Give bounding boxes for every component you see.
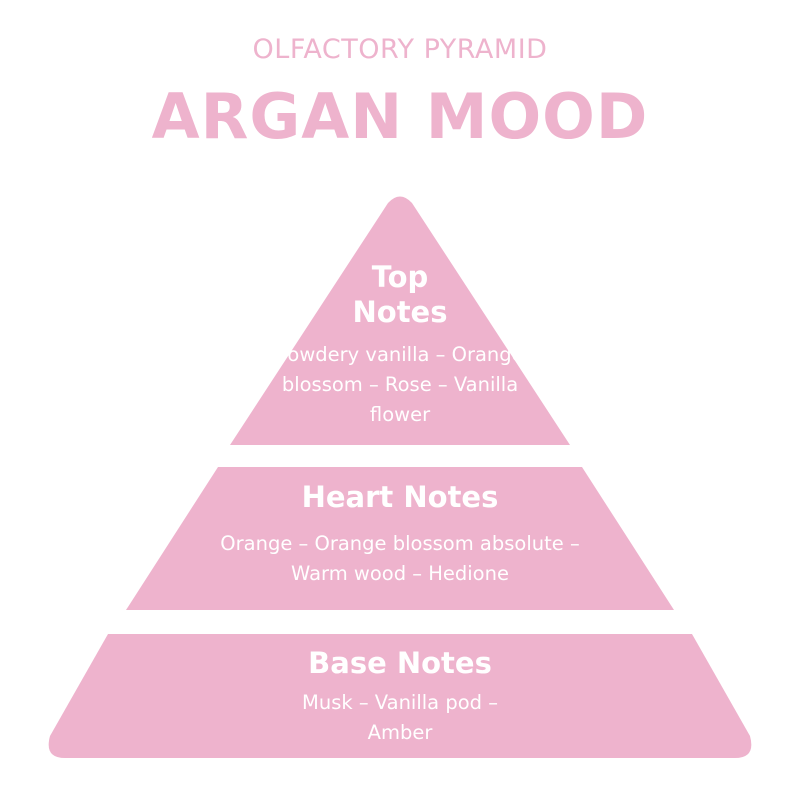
base-notes-block: Base Notes Musk – Vanilla pod – Amber <box>230 646 570 748</box>
heart-notes-heading: Heart Notes <box>301 480 499 514</box>
pyramid-tier-heart <box>126 467 674 610</box>
product-title: ARGAN MOOD <box>151 80 649 153</box>
heart-notes-list: Orange – Orange blossom absolute – Warm … <box>220 532 580 585</box>
top-notes-block: Top Notes Powdery vanilla – Orange bloss… <box>260 260 540 430</box>
base-notes-heading: Base Notes <box>308 646 492 680</box>
top-notes-heading: Top Notes <box>352 260 448 329</box>
heart-notes-block: Heart Notes Orange – Orange blossom abso… <box>180 480 620 589</box>
top-notes-list: Powdery vanilla – Orange blossom – Rose … <box>276 343 524 426</box>
pyramid-tier-base <box>48 634 752 758</box>
base-notes-list: Musk – Vanilla pod – Amber <box>302 691 498 744</box>
pyramid-subtitle: OLFACTORY PYRAMID <box>252 34 548 65</box>
pyramid-tier-top <box>230 196 570 445</box>
